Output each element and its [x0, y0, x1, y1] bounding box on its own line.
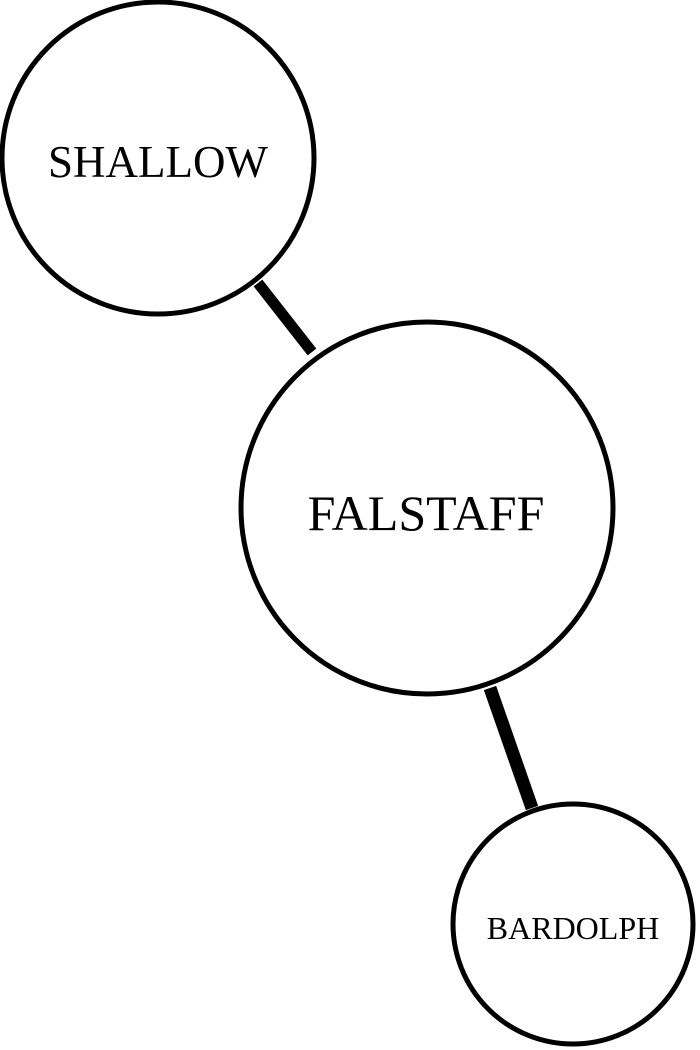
edge-shallow-falstaff	[253, 279, 317, 356]
node-falstaff: FALSTAFF	[238, 319, 616, 697]
node-bardolph-label: BARDOLPH	[487, 910, 659, 946]
node-falstaff-label: FALSTAFF	[308, 485, 545, 541]
node-shallow: SHALLOW	[0, 0, 317, 317]
node-bardolph: BARDOLPH	[450, 801, 696, 1047]
edges	[253, 279, 539, 811]
node-bardolph-circle	[450, 801, 696, 1047]
node-falstaff-circle	[238, 319, 616, 697]
node-shallow-circle	[0, 0, 317, 317]
node-shallow-label: SHALLOW	[48, 137, 268, 187]
edge-falstaff-bardolph	[483, 685, 539, 811]
